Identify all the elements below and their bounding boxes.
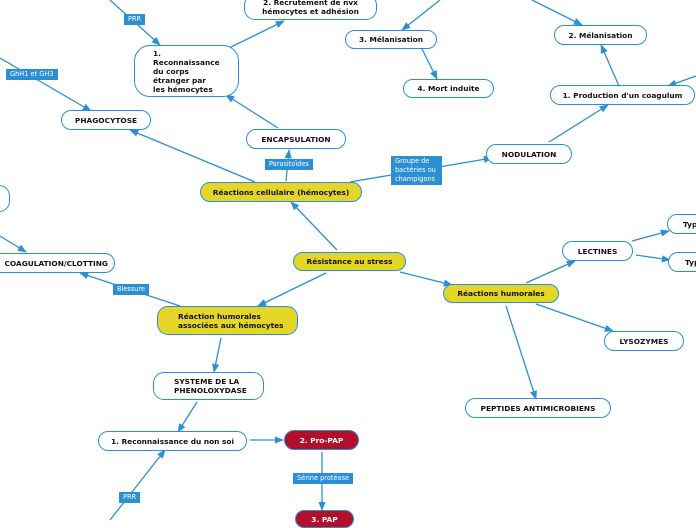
- node-type-1[interactable]: Typ: [667, 214, 696, 234]
- edge-cellulaire-phagocytose: [129, 129, 256, 183]
- edge-lectines-type2: [635, 254, 671, 263]
- edge-bottom-reconnaissance: [109, 449, 166, 520]
- node-production-coagulum[interactable]: 1. Production d'un coagulum: [550, 85, 695, 105]
- edge-resistance-hemocytes: [257, 272, 327, 307]
- label-parasitoides: Parasitoïdes: [265, 159, 313, 170]
- node-pap[interactable]: 3. PAP: [295, 510, 354, 528]
- node-recrutement-hemocytes[interactable]: 2. Recrutement de nvx hémocytes et adhés…: [244, 0, 377, 20]
- edge-lectines-type1: [631, 229, 670, 242]
- edge-systeme-reconnaissance: [177, 401, 198, 433]
- edge-resistance-cellulaire: [290, 201, 338, 251]
- edge-left-coagulation: [0, 235, 27, 253]
- node-encapsulation[interactable]: ENCAPSULATION: [246, 129, 346, 149]
- node-nodulation[interactable]: NODULATION: [486, 144, 572, 164]
- label-prr-top: PRR: [124, 14, 146, 25]
- node-reactions-cellulaire[interactable]: Réactions cellulaire (hémocytes): [200, 182, 362, 202]
- edge-nodulation-coagulum: [548, 104, 609, 143]
- label-prr-bottom: PRR: [119, 492, 141, 503]
- edge-humorales-lectines: [525, 260, 576, 284]
- node-reactions-humorales[interactable]: Réactions humorales: [443, 284, 559, 303]
- label-blessure: Blessure: [113, 284, 150, 295]
- edge-ghh1-phagocytose: [0, 57, 92, 112]
- node-phagocytose[interactable]: PHAGOCYTOSE: [61, 110, 151, 130]
- edge-encapsulation-reconnaissance: [225, 94, 279, 129]
- label-serine-protease: Sérine protéase: [293, 473, 354, 484]
- label-ghh1-gh3: GhH1 et GH3: [6, 69, 58, 80]
- node-resistance-au-stress[interactable]: Résistance au stress: [293, 252, 406, 271]
- edge-melanisation3-mort: [421, 48, 438, 80]
- node-reaction-humorales-hemocytes[interactable]: Réaction humorales associées aux hémocyt…: [157, 306, 298, 335]
- node-mort-induite[interactable]: 4. Mort induite: [403, 79, 494, 98]
- edge-humorales-lysozymes: [535, 303, 614, 332]
- node-lysozymes[interactable]: LYSOZYMES: [604, 331, 684, 351]
- edge-top-melanisation2: [531, 0, 583, 26]
- node-lectines[interactable]: LECTINES: [562, 241, 633, 261]
- edge-hemocytes-systeme: [212, 337, 222, 373]
- node-reconnaissance-non-soi[interactable]: 1. Reconnaissance du non soi: [98, 431, 247, 451]
- node-melanisation-2[interactable]: 2. Mélanisation: [554, 25, 647, 45]
- edge-right-coagulum: [667, 75, 696, 87]
- node-coagulation-clotting[interactable]: COAGULATION/CLOTTING: [0, 253, 115, 273]
- node-type-2[interactable]: Typ: [668, 252, 696, 272]
- node-systeme-phenoloxydase[interactable]: SYSTEME DE LA PHENOLOXYDASE: [153, 372, 264, 400]
- node-peptides-antimicrobiens[interactable]: PEPTIDES ANTIMICROBIENS: [465, 398, 611, 418]
- node-melanisation-3[interactable]: 3. Mélanisation: [345, 30, 437, 49]
- edge-reconnaissance-recrutement: [230, 20, 285, 48]
- node-reconnaissance-corps-etranger[interactable]: 1. Reconnaissance du corps étranger par …: [134, 45, 239, 97]
- edge-top-melanisation3: [401, 0, 441, 31]
- node-pro-pap[interactable]: 2. Pro-PAP: [284, 430, 359, 450]
- label-groupe-bacteries: Groupe de bactéries ou champigons: [391, 156, 442, 185]
- edge-resistance-humorales: [399, 271, 453, 287]
- edge-humorales-peptides: [505, 305, 537, 400]
- edge-coagulum-melanisation2: [600, 44, 620, 87]
